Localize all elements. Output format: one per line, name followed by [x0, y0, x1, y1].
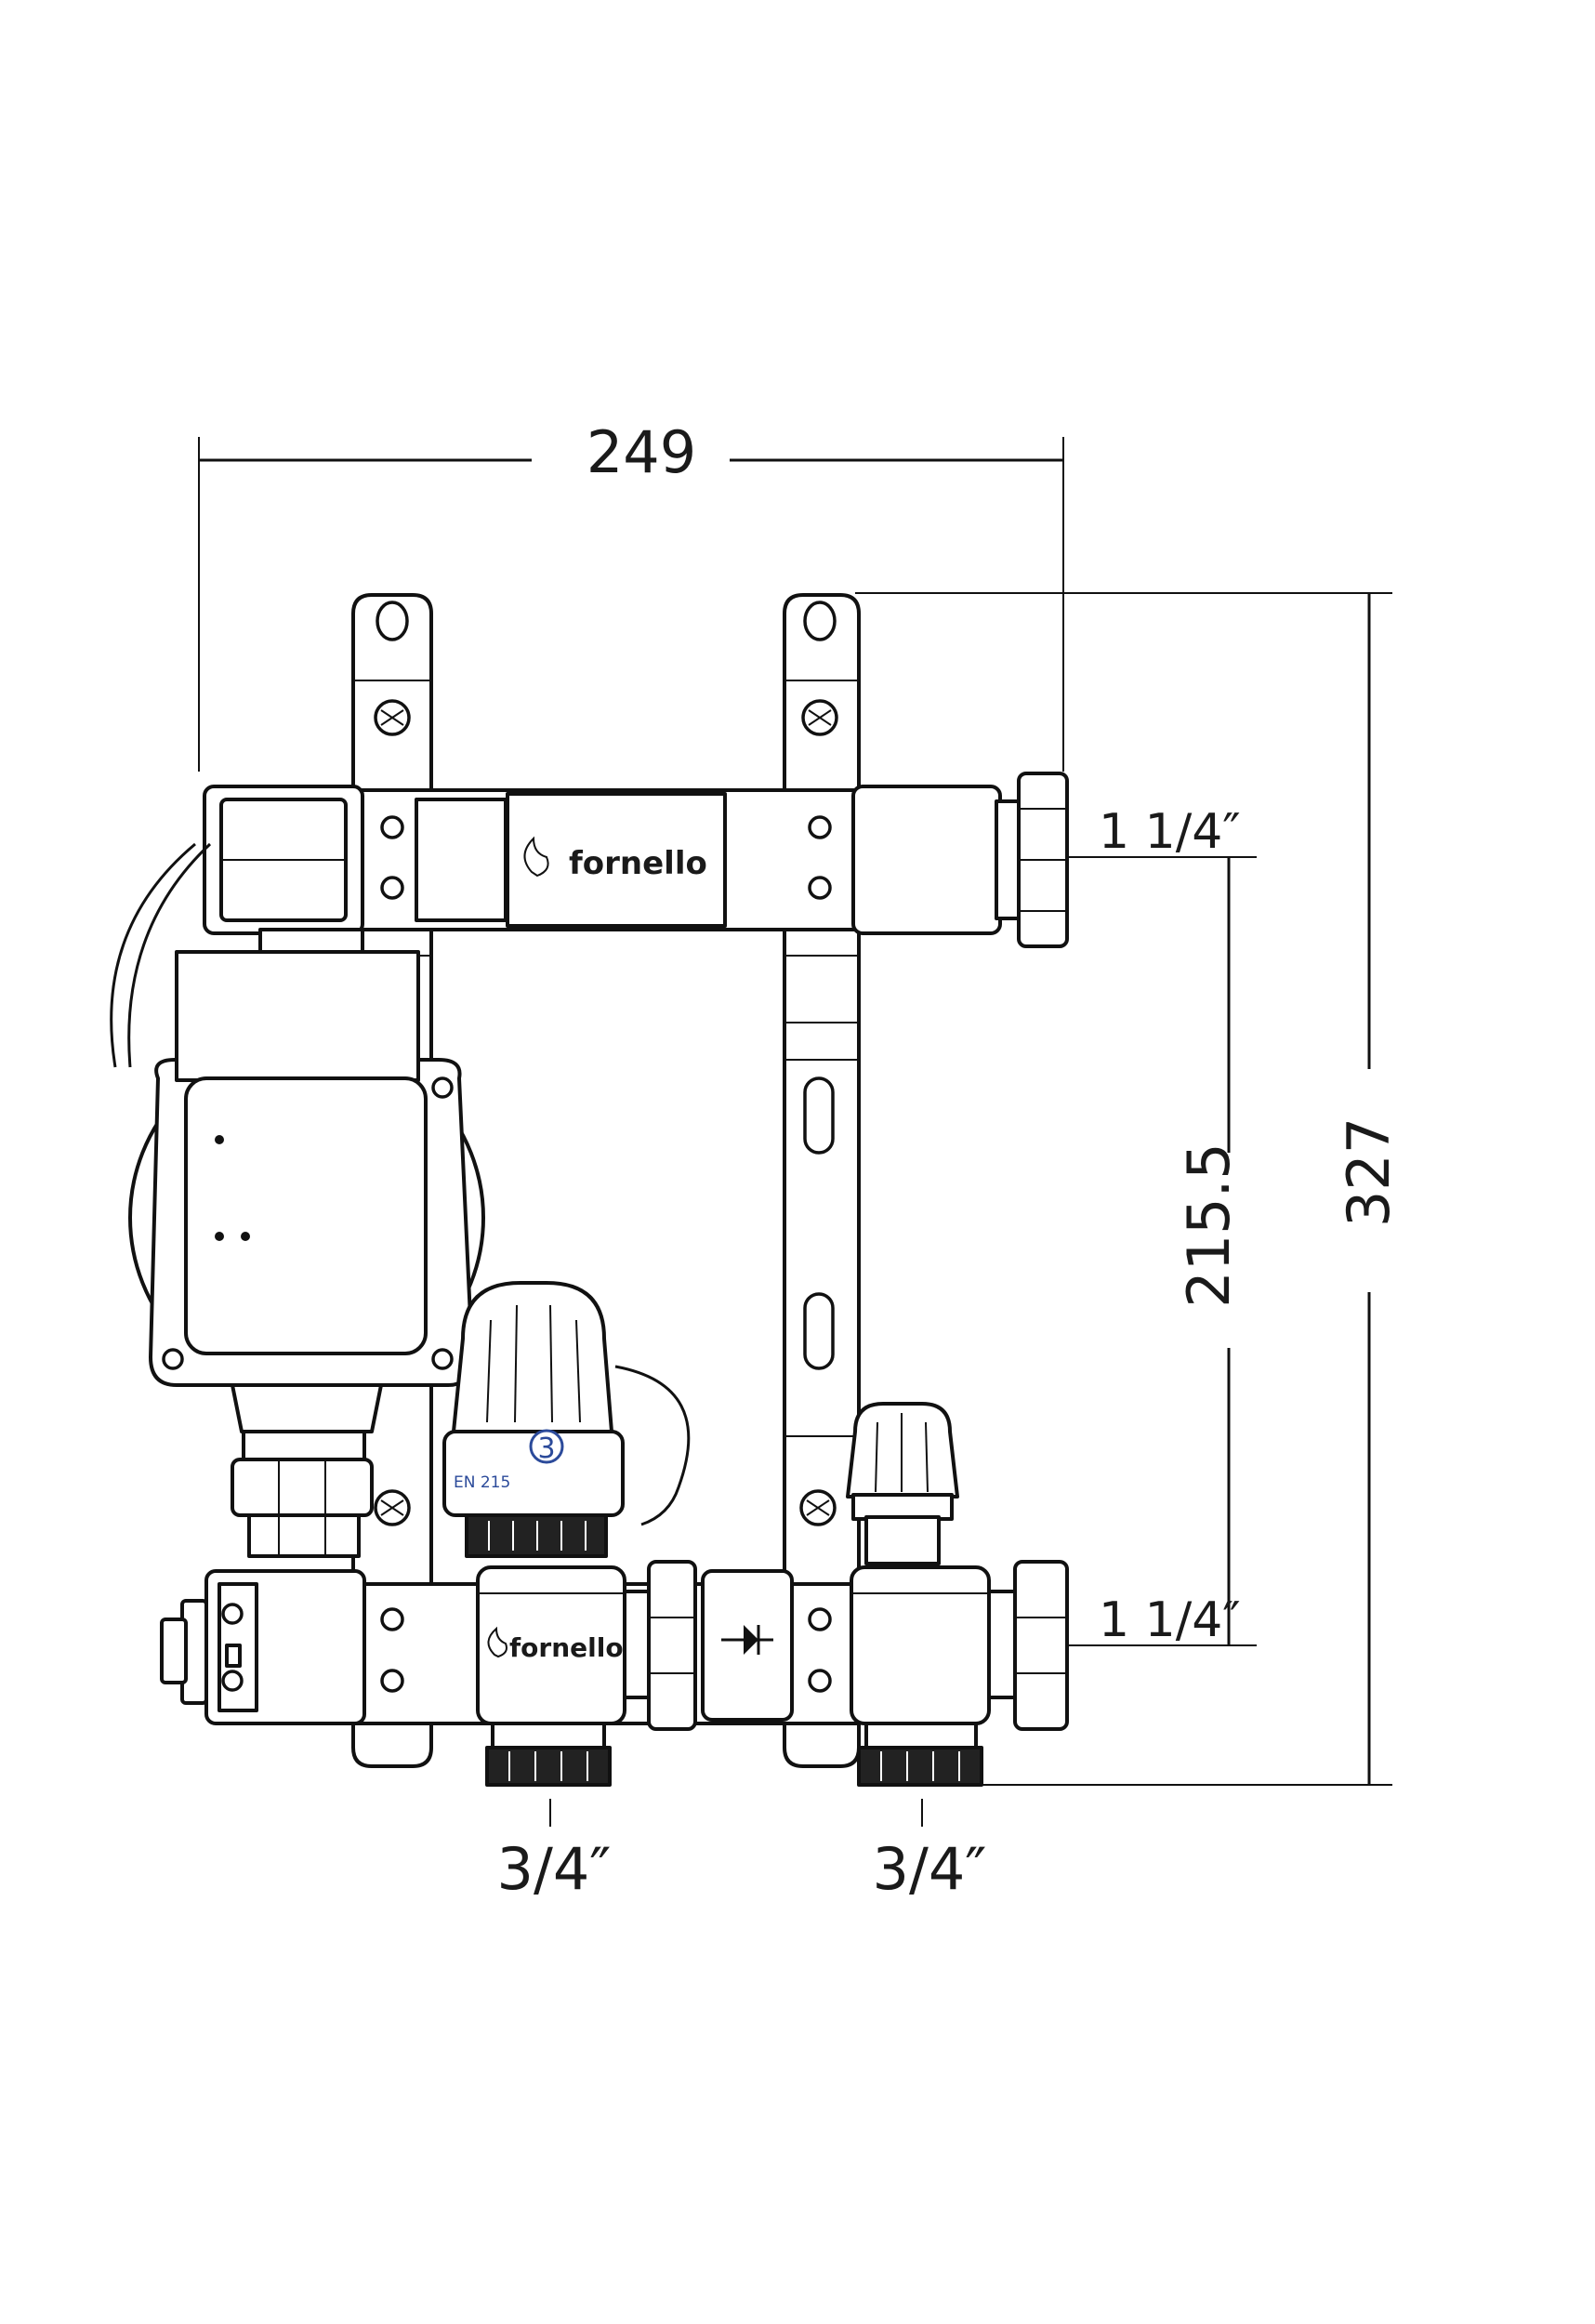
dimension-total-height-label: 327: [1335, 1117, 1403, 1227]
flame-icon: [523, 836, 549, 878]
top-manifold-bar: fornello: [351, 788, 861, 931]
dimension-width-label: 249: [587, 418, 696, 486]
pump-union-nut: [231, 1430, 411, 1558]
flame-icon: [487, 1626, 508, 1658]
thermostatic-valve: 3 EN 215: [442, 1281, 691, 1558]
outlet-left-size-label: 3/4″: [497, 1835, 612, 1903]
bottom-left-end-cap: [160, 1569, 366, 1725]
outlet-right-callout: 3/4″: [873, 1799, 987, 1903]
check-valve-arrow-icon: [744, 1625, 758, 1655]
brand-logo-valve: fornello: [509, 1632, 624, 1663]
balancing-valve: [846, 1402, 991, 1787]
check-valve: [623, 1560, 794, 1731]
thermostat-standard-label: EN 215: [454, 1473, 510, 1492]
dimension-center-height-label: 215.5: [1175, 1142, 1243, 1308]
dimension-total-height: 327: [855, 592, 1403, 1786]
brand-logo-top: fornello: [569, 845, 707, 882]
dimension-center-height: 215.5: [1069, 856, 1257, 1646]
mixing-valve-body: fornello: [476, 1565, 626, 1787]
inlet-top-size-label: 1 1/4″: [1099, 804, 1241, 860]
circulation-pump: [110, 842, 485, 1433]
bottom-right-connector: [987, 1560, 1069, 1731]
pump-indicator-light: [241, 1232, 250, 1241]
pump-indicator-light: [215, 1135, 224, 1144]
thermostat-setting-dial: [529, 1429, 564, 1464]
dimension-width: 249: [198, 418, 1064, 772]
inlet-bottom-size-label: 1 1/4″: [1099, 1592, 1241, 1648]
top-right-connector: [851, 772, 1069, 948]
pump-indicator-light: [215, 1232, 224, 1241]
thermostat-setting-label: 3: [537, 1433, 555, 1465]
outlet-right-size-label: 3/4″: [873, 1835, 987, 1903]
top-left-end-cap: [203, 785, 364, 935]
outlet-left-callout: 3/4″: [497, 1799, 612, 1903]
